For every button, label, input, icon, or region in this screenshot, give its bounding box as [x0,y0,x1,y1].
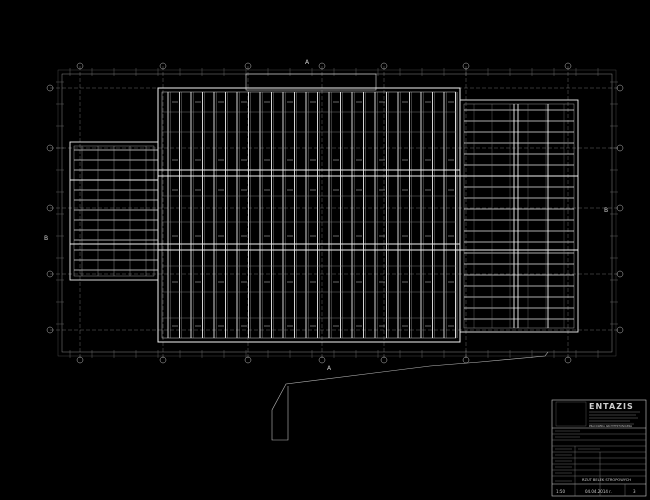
section-marker-bottom: A [327,365,332,372]
date-value: 04.04.2014 r. [585,489,612,494]
floor-beam-plan [46,62,624,364]
title-block: ENTAZIS PRACOWNIA ARCHITEKTONICZNA RZUT … [551,399,647,497]
section-marker-left: B [44,235,48,242]
company-subtitle: PRACOWNIA ARCHITEKTONICZNA [589,424,632,428]
section-marker-top: A [305,59,310,66]
sheet-title: RZUT BELEK STROPOWYCH [582,478,631,482]
sheet-number: 3 [633,489,636,494]
scale-value: 1:50 [556,489,565,494]
section-marker-right: B [604,207,608,214]
company-name: ENTAZIS [589,402,634,411]
terrain-outline [271,351,549,441]
